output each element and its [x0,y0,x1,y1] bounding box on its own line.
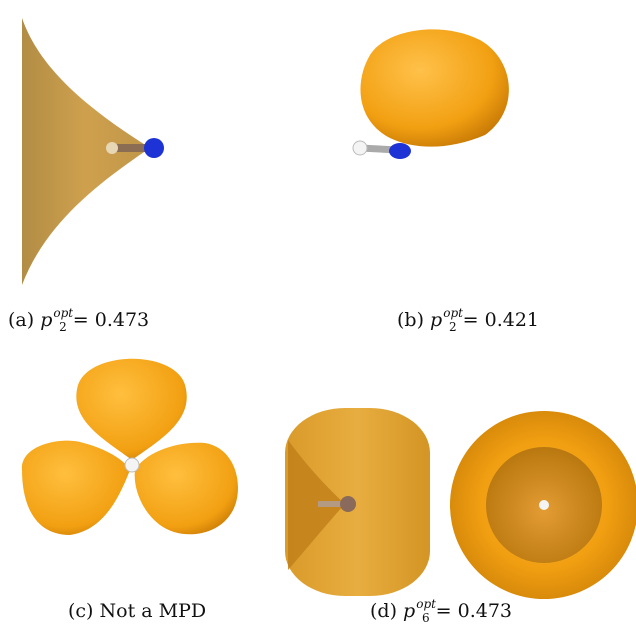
caption-c: (c) Not a MPD [68,600,207,622]
capsule-body [285,408,430,596]
capsule-cone [288,440,345,570]
lobe-top [76,358,187,460]
nitrogen-atom-a [144,138,164,158]
atom-d-left [340,496,356,512]
panel-b [320,0,540,200]
nitrogen-atom-b [389,143,411,159]
isosurface-cone [22,18,150,285]
panel-d-right [448,405,636,605]
lobe-b [360,29,509,147]
panel-b-image [352,29,509,159]
panel-d-left [280,400,440,600]
panel-a-image [22,18,164,285]
panel-d-right-image [450,411,636,599]
lobe-right [134,442,238,535]
panel-c-image [21,358,238,535]
panel-d-left-image [285,408,430,596]
caption-a: (a) popt2 = 0.473 [8,306,150,334]
panel-a [0,0,200,300]
hydrogen-atom-a [106,142,118,154]
hydrogen-atom-d [539,500,549,510]
panel-c [10,345,260,595]
caption-b: (b) popt2 = 0.421 [397,306,539,334]
hydrogen-atom-c [124,457,140,473]
caption-d: (d) popt6 = 0.473 [370,597,512,625]
lobe-left [21,440,130,535]
hydrogen-atom-b [352,140,368,156]
